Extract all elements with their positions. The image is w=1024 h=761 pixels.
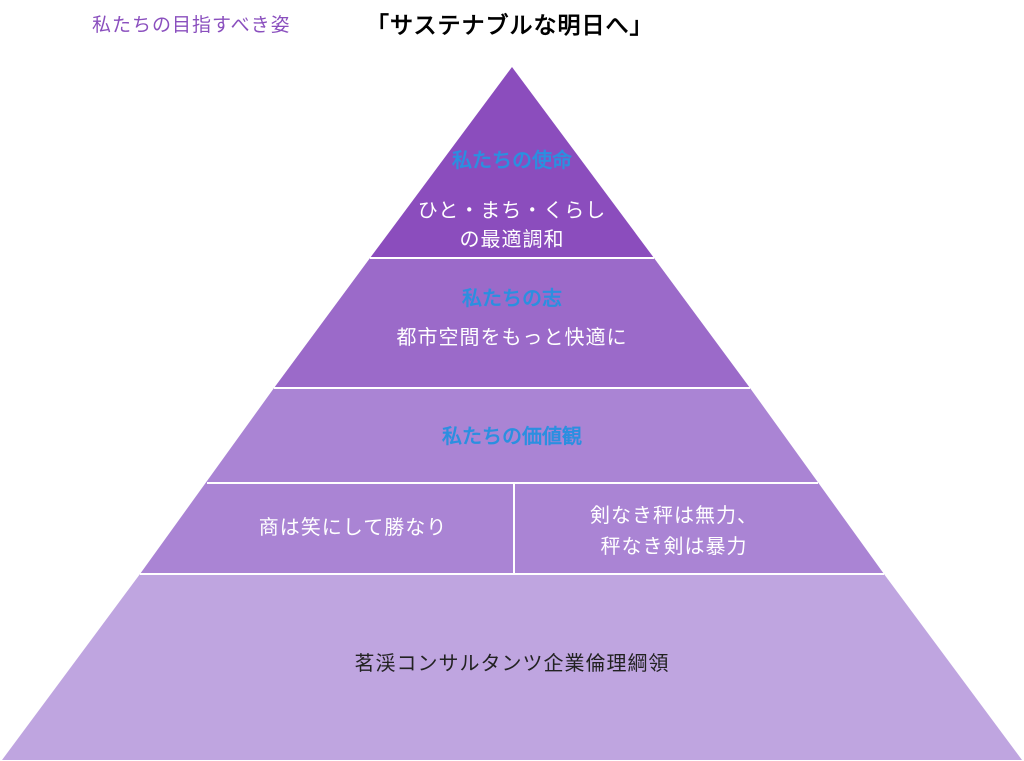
- base-text: 茗渓コンサルタンツ企業倫理綱領: [355, 651, 670, 675]
- values-left-text: 商は笑にして勝なり: [259, 515, 447, 539]
- pyramid-tier-values: [140, 388, 884, 574]
- mission-text-line2: の最適調和: [460, 227, 565, 251]
- page-subtitle: 私たちの目指すべき姿: [92, 14, 291, 36]
- values-heading: 私たちの価値観: [442, 424, 582, 448]
- aspiration-heading: 私たちの志: [462, 286, 562, 310]
- page-title: 「サステナブルな明日へ」: [366, 13, 654, 39]
- values-right-text-line1: 剣なき秤は無力、: [590, 503, 758, 527]
- pyramid-tier-mission: [370, 67, 654, 258]
- pyramid-tier-base: [2, 574, 1022, 760]
- values-right-text-line2: 秤なき剣は暴力: [601, 534, 748, 558]
- aspiration-text: 都市空間をもっと快適に: [397, 325, 628, 349]
- mission-heading: 私たちの使命: [452, 148, 573, 172]
- mission-text-line1: ひと・まち・くらし: [418, 198, 606, 222]
- pyramid-tier-aspiration: [274, 258, 750, 388]
